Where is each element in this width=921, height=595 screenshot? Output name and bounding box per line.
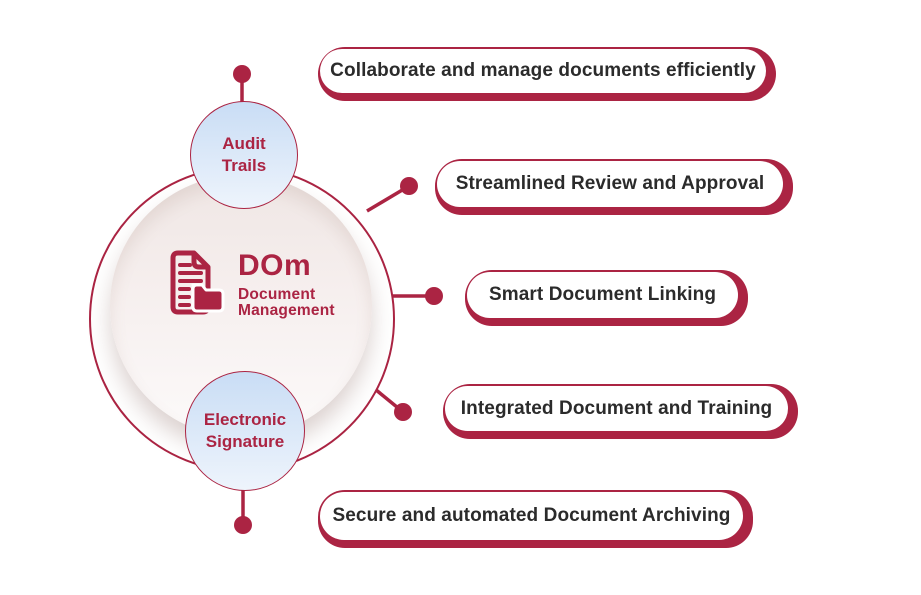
document-folder-icon <box>165 249 225 317</box>
connector-dot <box>400 177 418 195</box>
callout-pill: Collaborate and manage documents efficie… <box>320 49 766 93</box>
callout-smart-linking: Smart Document Linking <box>465 270 748 326</box>
callout-integrated-training: Integrated Document and Training <box>443 384 798 439</box>
connector-dot <box>234 516 252 534</box>
callout-secure-archiving: Secure and automated Document Archiving <box>318 490 753 548</box>
callout-label: Collaborate and manage documents efficie… <box>330 60 756 81</box>
callout-label: Integrated Document and Training <box>460 397 773 419</box>
callout-label: Streamlined Review and Approval <box>455 173 765 194</box>
bubble-label-line1: Electronic <box>203 410 287 430</box>
connector-line <box>366 184 410 213</box>
connector-smart-linking <box>393 287 443 305</box>
brand-title: DOm <box>238 249 312 282</box>
bubble-label-line1: Audit <box>222 134 266 154</box>
callout-pill: Secure and automated Document Archiving <box>320 492 743 540</box>
connector-secure-archiving <box>234 489 252 534</box>
connector-dot <box>425 287 443 305</box>
bubble-electronic-signature: Electronic Signature <box>185 371 305 491</box>
callout-pill: Smart Document Linking <box>467 272 738 318</box>
brand-subtitle-line2: Management <box>238 301 335 319</box>
callout-collaborate: Collaborate and manage documents efficie… <box>318 47 776 101</box>
brand-logo: DOm Document Management <box>165 249 335 319</box>
callout-label: Smart Document Linking <box>488 284 717 305</box>
callout-pill: Streamlined Review and Approval <box>437 161 783 207</box>
callout-pill: Integrated Document and Training <box>445 386 788 431</box>
bubble-label-line2: Trails <box>221 156 267 175</box>
callout-streamlined-review: Streamlined Review and Approval <box>435 159 793 215</box>
bubble-label-line2: Signature <box>205 432 285 451</box>
bubble-audit-trails: Audit Trails <box>190 101 298 209</box>
brand-text: DOm Document Management <box>238 249 335 319</box>
brand-subtitle-line1: Document <box>238 286 316 303</box>
connector-collaborate <box>233 65 251 104</box>
connector-dot <box>394 403 412 421</box>
connector-streamlined <box>366 177 418 213</box>
connector-dot <box>233 65 251 83</box>
callout-label: Secure and automated Document Archiving <box>332 505 731 526</box>
